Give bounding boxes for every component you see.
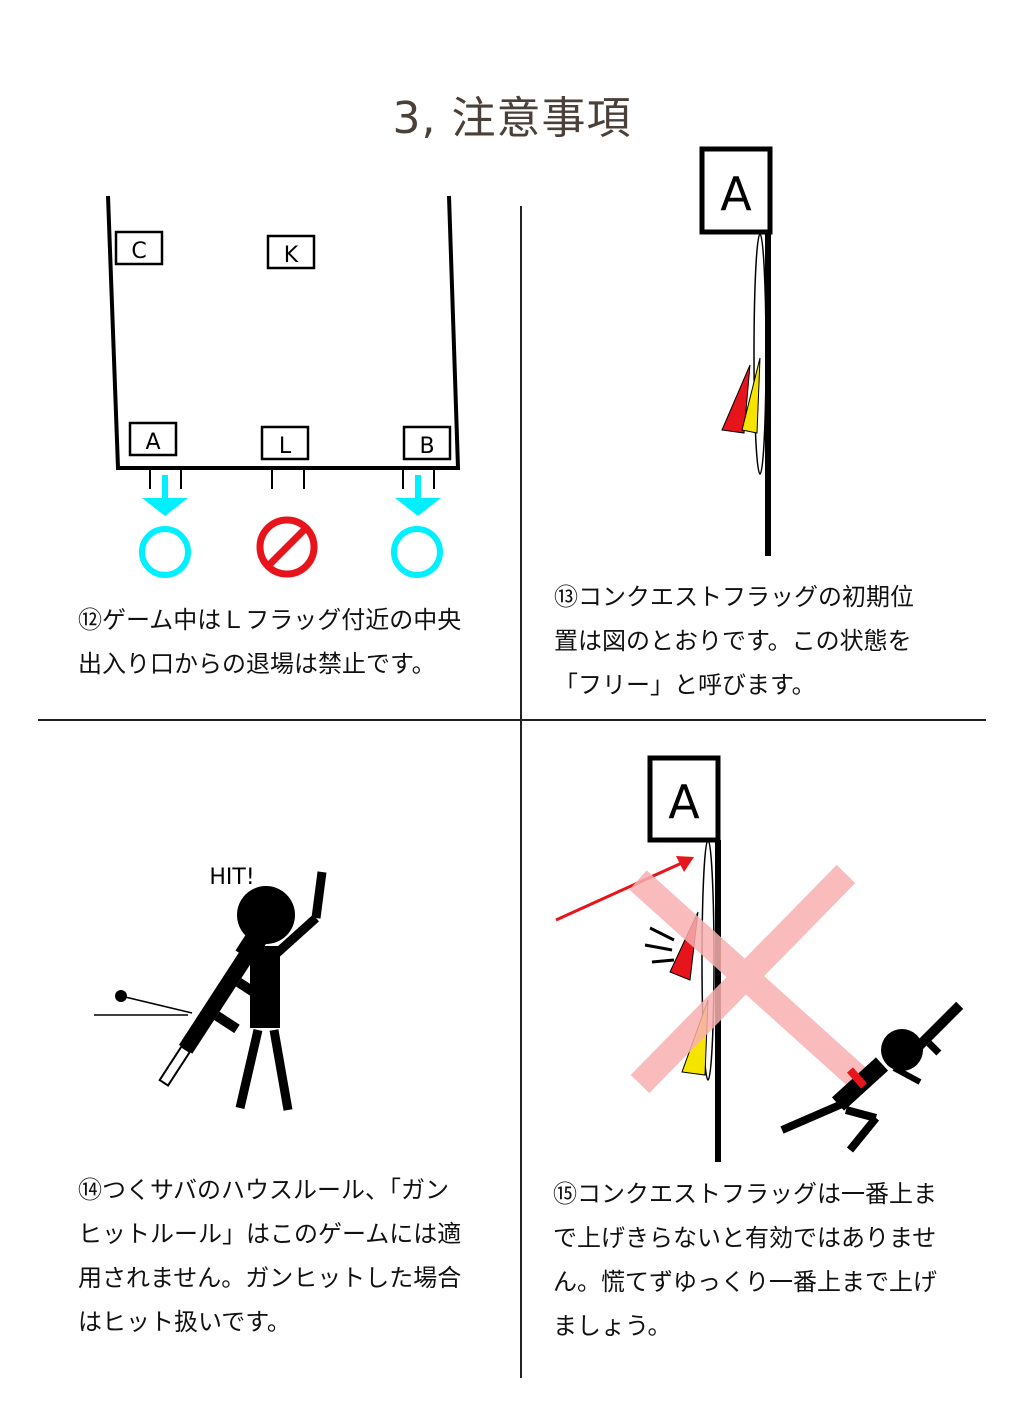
field-map: C K A L B [106, 195, 461, 578]
crouching-figure [780, 1001, 964, 1153]
svg-text:A: A [668, 775, 700, 829]
svg-text:A: A [145, 430, 160, 455]
svg-text:A: A [720, 167, 752, 221]
rifle-icon [158, 925, 271, 1087]
exit-a-allowed [139, 475, 191, 578]
box-c: C [114, 230, 164, 266]
exit-l-forbidden [256, 516, 318, 578]
flag-sign-a [647, 755, 721, 843]
page-title: 3, 注意事項 [392, 93, 632, 144]
exit-b-allowed [391, 475, 443, 578]
motion-lines [644, 926, 675, 964]
flag-pole-initial: A [699, 146, 773, 556]
caption-15: ⑮コンクエストフラッグは一番上ま で上げきらないと有効ではありませ ん。慌てずゆ… [553, 1180, 937, 1340]
flag-pole-wrong: A [555, 755, 964, 1162]
box-b: B [402, 425, 452, 461]
ok-circle-icon [139, 526, 191, 578]
flag-sign-a [699, 146, 773, 235]
yellow-flag [741, 357, 761, 434]
svg-text:C: C [131, 239, 146, 264]
ok-circle-icon [391, 526, 443, 578]
svg-text:K: K [284, 243, 299, 268]
box-k: K [266, 234, 316, 270]
box-l: L [260, 425, 310, 461]
gun-hit-figure: HIT! [94, 865, 327, 1111]
svg-text:L: L [279, 434, 292, 459]
box-a: A [128, 421, 178, 457]
red-arrow-icon [676, 856, 694, 872]
hit-label: HIT! [209, 865, 254, 890]
red-flag [721, 364, 751, 434]
gate-posts [149, 470, 435, 489]
caption-14: ⑭つくサバのハウスルール、「ガン ヒットルール」はこのゲームには適 用されません… [78, 1176, 462, 1336]
bb-pellet [115, 990, 127, 1002]
caption-12: ⑫ゲーム中はＬフラッグ付近の中央 出入り口からの退場は禁止です。 [78, 606, 462, 678]
no-entry-icon [256, 516, 318, 578]
cross-mark-icon [629, 864, 867, 1094]
svg-text:B: B [419, 434, 434, 459]
caption-13: ⑬コンクエストフラッグの初期位 置は図のとおりです。この状態を 「フリー」と呼び… [554, 583, 914, 699]
